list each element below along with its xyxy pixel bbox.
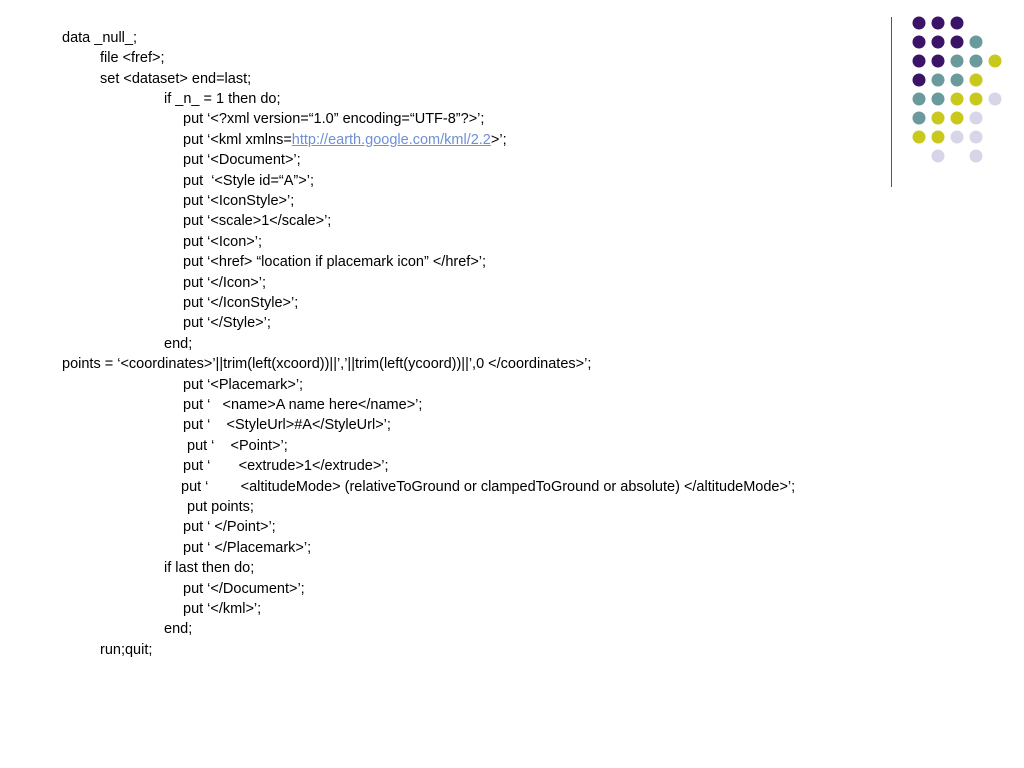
code-line: if last then do; (164, 560, 255, 576)
dot-lavender (931, 149, 945, 163)
code-text: put ‘<kml xmlns= (183, 132, 292, 148)
dot-purple (950, 35, 964, 49)
dot-lavender (969, 130, 983, 144)
dot-lavender (950, 130, 964, 144)
code-line: put ‘ </Placemark>’; (183, 540, 312, 556)
code-line: set <dataset> end=last; (100, 71, 252, 87)
code-line: file <fref>; (100, 50, 165, 66)
dot-purple (912, 35, 926, 49)
kml-namespace-link[interactable]: http://earth.google.com/kml/2.2 (291, 132, 491, 148)
code-line: run;quit; (100, 642, 153, 658)
dot-purple (912, 73, 926, 87)
code-line: put ‘<Style id=“A”>’; (183, 173, 314, 189)
dot-teal (931, 73, 945, 87)
dot-teal (969, 35, 983, 49)
dot-purple (931, 54, 945, 68)
dot-yellow (950, 92, 964, 106)
dot-purple (912, 54, 926, 68)
dot-teal (950, 54, 964, 68)
code-line: put ‘<kml xmlns=http://earth.google.com/… (183, 130, 507, 150)
code-line: put points; (187, 499, 254, 515)
code-line: put ‘<href> “location if placemark icon”… (183, 254, 487, 270)
code-line: put ‘</kml>’; (183, 601, 262, 617)
dot-yellow (931, 111, 945, 125)
dot-purple (950, 16, 964, 30)
code-line: put ‘ <altitudeMode> (relativeToGround o… (181, 479, 796, 495)
code-line: put ‘<?xml version=“1.0” encoding=“UTF-8… (183, 111, 485, 127)
code-line: put ‘ <name>A name here</name>’; (183, 397, 423, 413)
code-line: end; (164, 621, 193, 637)
dot-lavender (969, 111, 983, 125)
dot-yellow (931, 130, 945, 144)
dot-yellow (950, 111, 964, 125)
code-line: put ‘</Style>’; (183, 315, 271, 331)
code-line: put ‘ </Point>’; (183, 519, 276, 535)
dot-teal (969, 54, 983, 68)
code-line: put ‘<Icon>’; (183, 234, 262, 250)
dot-yellow (988, 54, 1002, 68)
dot-teal (931, 92, 945, 106)
dot-teal (950, 73, 964, 87)
dot-lavender (988, 92, 1002, 106)
decorative-dot-grid (912, 16, 1002, 163)
dot-purple (912, 16, 926, 30)
code-line: put ‘<Document>’; (183, 152, 301, 168)
code-line: put ‘<Placemark>’; (183, 377, 304, 393)
dot-yellow (969, 73, 983, 87)
dot-yellow (912, 130, 926, 144)
code-line: put ‘ <extrude>1</extrude>’; (183, 458, 389, 474)
dot-yellow (969, 92, 983, 106)
code-line: points = ‘<coordinates>’||trim(left(xcoo… (62, 356, 592, 372)
code-line: put ‘</Icon>’; (183, 275, 267, 291)
code-line: put ‘ <StyleUrl>#A</StyleUrl>’; (183, 417, 391, 433)
code-line: put ‘</IconStyle>’; (183, 295, 299, 311)
dot-purple (931, 35, 945, 49)
code-line: put ‘ <Point>’; (187, 438, 288, 454)
code-line: end; (164, 336, 193, 352)
dot-teal (912, 111, 926, 125)
code-line: data _null_; (62, 30, 137, 46)
vertical-divider (891, 17, 892, 187)
code-line: if _n_ = 1 then do; (164, 91, 281, 107)
code-line: put ‘<IconStyle>’; (183, 193, 295, 209)
dot-lavender (969, 149, 983, 163)
dot-purple (931, 16, 945, 30)
dot-teal (912, 92, 926, 106)
code-text: >’; (490, 132, 507, 148)
code-line: put ‘<scale>1</scale>’; (183, 213, 332, 229)
code-line: put ‘</Document>’; (183, 581, 305, 597)
